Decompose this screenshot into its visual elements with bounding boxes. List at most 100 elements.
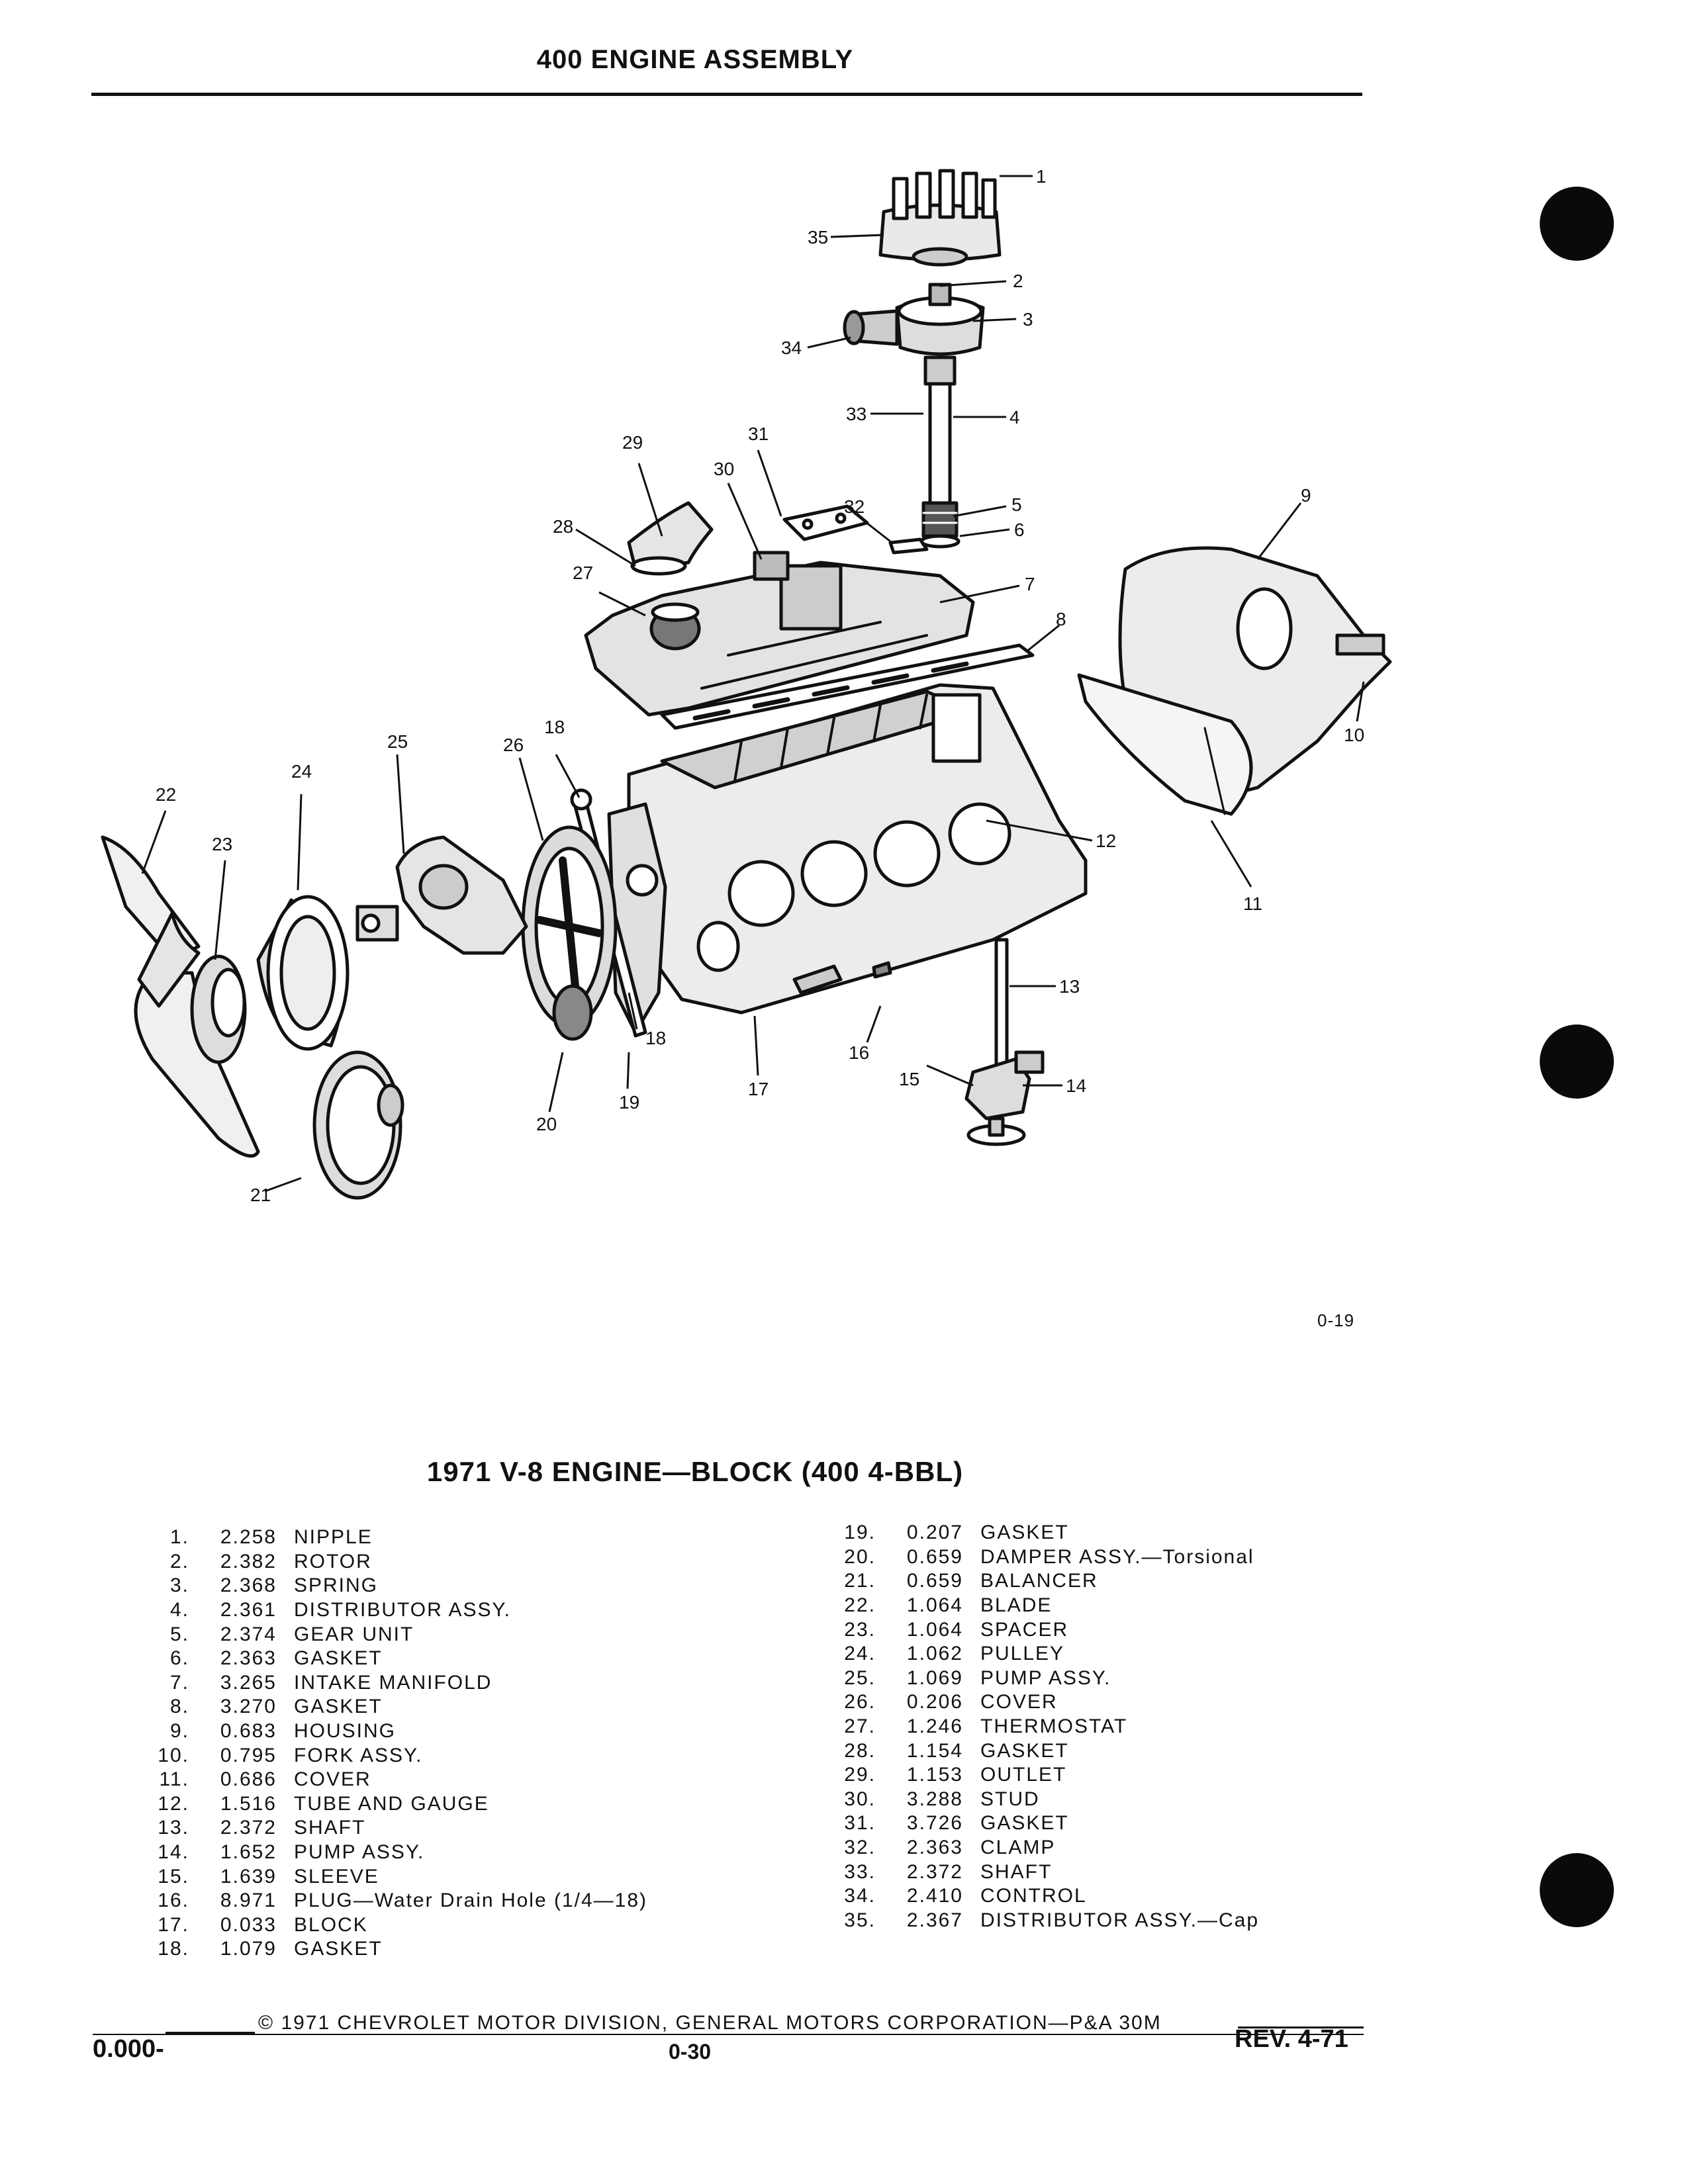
part-ref: 2.363 — [906, 1837, 963, 1859]
part-name: SHAFT — [294, 1817, 366, 1839]
part-ref: 1.153 — [906, 1764, 963, 1786]
part-name: DISTRIBUTOR ASSY. — [294, 1599, 511, 1621]
part-name: THERMOSTAT — [980, 1715, 1128, 1738]
part-ref: 1.069 — [906, 1666, 963, 1689]
part-ref: 1.652 — [220, 1841, 277, 1864]
part-ref: 0.686 — [220, 1768, 277, 1791]
callout-31: 31 — [748, 424, 769, 444]
part-ref: 1.516 — [220, 1792, 277, 1815]
part-name: NIPPLE — [294, 1526, 373, 1549]
callout-35: 35 — [808, 227, 828, 248]
clutch-housing-drawing — [1077, 546, 1392, 816]
part-number: 34. — [844, 1885, 876, 1907]
callout-5: 5 — [1011, 494, 1022, 515]
oil-pump-drawing — [964, 938, 1045, 1146]
callout-33: 33 — [846, 404, 867, 424]
part-number: 30. — [844, 1788, 876, 1810]
part-ref: 2.368 — [220, 1574, 277, 1597]
part-ref: 1.062 — [906, 1643, 963, 1665]
part-ref: 2.367 — [906, 1909, 963, 1931]
part-ref: 2.382 — [220, 1550, 277, 1572]
part-ref: 0.206 — [906, 1691, 963, 1713]
part-name: OUTLET — [980, 1764, 1067, 1786]
part-name: BLADE — [980, 1594, 1053, 1617]
damper-drawing — [521, 825, 618, 1041]
part-name: PULLEY — [980, 1643, 1065, 1665]
part-name: STUD — [980, 1788, 1040, 1810]
intake-gasket-drawing — [660, 537, 1035, 730]
part-number: 13. — [158, 1817, 189, 1839]
part-number: 2. — [169, 1550, 189, 1572]
callout-34: 34 — [781, 338, 802, 358]
callout-15: 15 — [899, 1069, 919, 1089]
part-name: PLUG—Water Drain Hole (1/4—18) — [294, 1889, 648, 1912]
part-ref: 3.726 — [906, 1812, 963, 1835]
part-number: 26. — [844, 1691, 876, 1713]
exploded-engine-diagram: 1 2 3 4 5 6 7 8 9 10 11 12 13 14 15 16 1… — [101, 166, 1392, 1205]
distributor-cap-drawing — [878, 169, 1002, 267]
part-number: 19. — [844, 1522, 876, 1544]
part-number: 16. — [158, 1889, 189, 1912]
part-name: GASKET — [294, 1647, 383, 1670]
part-number: 12. — [158, 1792, 189, 1815]
part-ref: 0.683 — [220, 1720, 277, 1743]
punch-hole-bottom — [1540, 1853, 1614, 1927]
part-number: 6. — [169, 1647, 189, 1670]
part-ref: 0.795 — [220, 1744, 277, 1766]
footer-left-code: 0.000- — [93, 2035, 164, 2063]
callout-11: 11 — [1243, 893, 1262, 914]
part-name: HOUSING — [294, 1720, 397, 1743]
callout-3: 3 — [1023, 309, 1033, 330]
callout-24: 24 — [291, 761, 312, 782]
part-ref: 3.288 — [906, 1788, 963, 1810]
part-ref: 0.207 — [906, 1522, 963, 1544]
part-number: 24. — [844, 1643, 876, 1665]
callout-7: 7 — [1025, 574, 1035, 594]
footer-rule-right — [1238, 2026, 1364, 2028]
part-number: 4. — [169, 1599, 189, 1621]
part-number: 11. — [159, 1768, 189, 1791]
part-ref: 3.265 — [220, 1671, 277, 1694]
part-number: 10. — [158, 1744, 189, 1766]
figure-number: 0-19 — [1317, 1310, 1355, 1330]
part-name: GASKET — [294, 1696, 383, 1718]
part-name: GASKET — [980, 1739, 1069, 1762]
footer-rule-left — [165, 2032, 255, 2034]
part-name: FORK ASSY. — [294, 1744, 423, 1766]
callout-10: 10 — [1344, 725, 1364, 745]
part-number: 17. — [158, 1913, 189, 1936]
callout-20: 20 — [536, 1114, 557, 1134]
fan-drawing — [101, 835, 260, 1158]
part-name: PUMP ASSY. — [294, 1841, 425, 1864]
part-ref: 1.154 — [906, 1739, 963, 1762]
part-number: 27. — [844, 1715, 876, 1738]
callout-28: 28 — [553, 516, 573, 537]
part-ref: 1.639 — [220, 1865, 277, 1888]
part-name: TUBE AND GAUGE — [294, 1792, 489, 1815]
part-number: 23. — [844, 1618, 876, 1641]
part-ref: 2.258 — [220, 1526, 277, 1549]
callout-18-upper: 18 — [544, 717, 565, 737]
part-name: SHAFT — [980, 1860, 1053, 1883]
part-row: 10. 0.795 FORK ASSY. — [151, 1743, 647, 1768]
callout-27: 27 — [573, 563, 593, 583]
callout-21: 21 — [250, 1185, 271, 1205]
engine-block-drawing — [627, 683, 1088, 1015]
part-number: 35. — [844, 1909, 876, 1931]
part-ref: 1.064 — [906, 1618, 963, 1641]
part-number: 28. — [844, 1739, 876, 1762]
part-number: 1. — [169, 1526, 189, 1549]
part-row: 24. 1.062 PULLEY — [837, 1642, 1259, 1666]
part-name: GASKET — [294, 1938, 383, 1960]
part-number: 20. — [844, 1545, 876, 1568]
